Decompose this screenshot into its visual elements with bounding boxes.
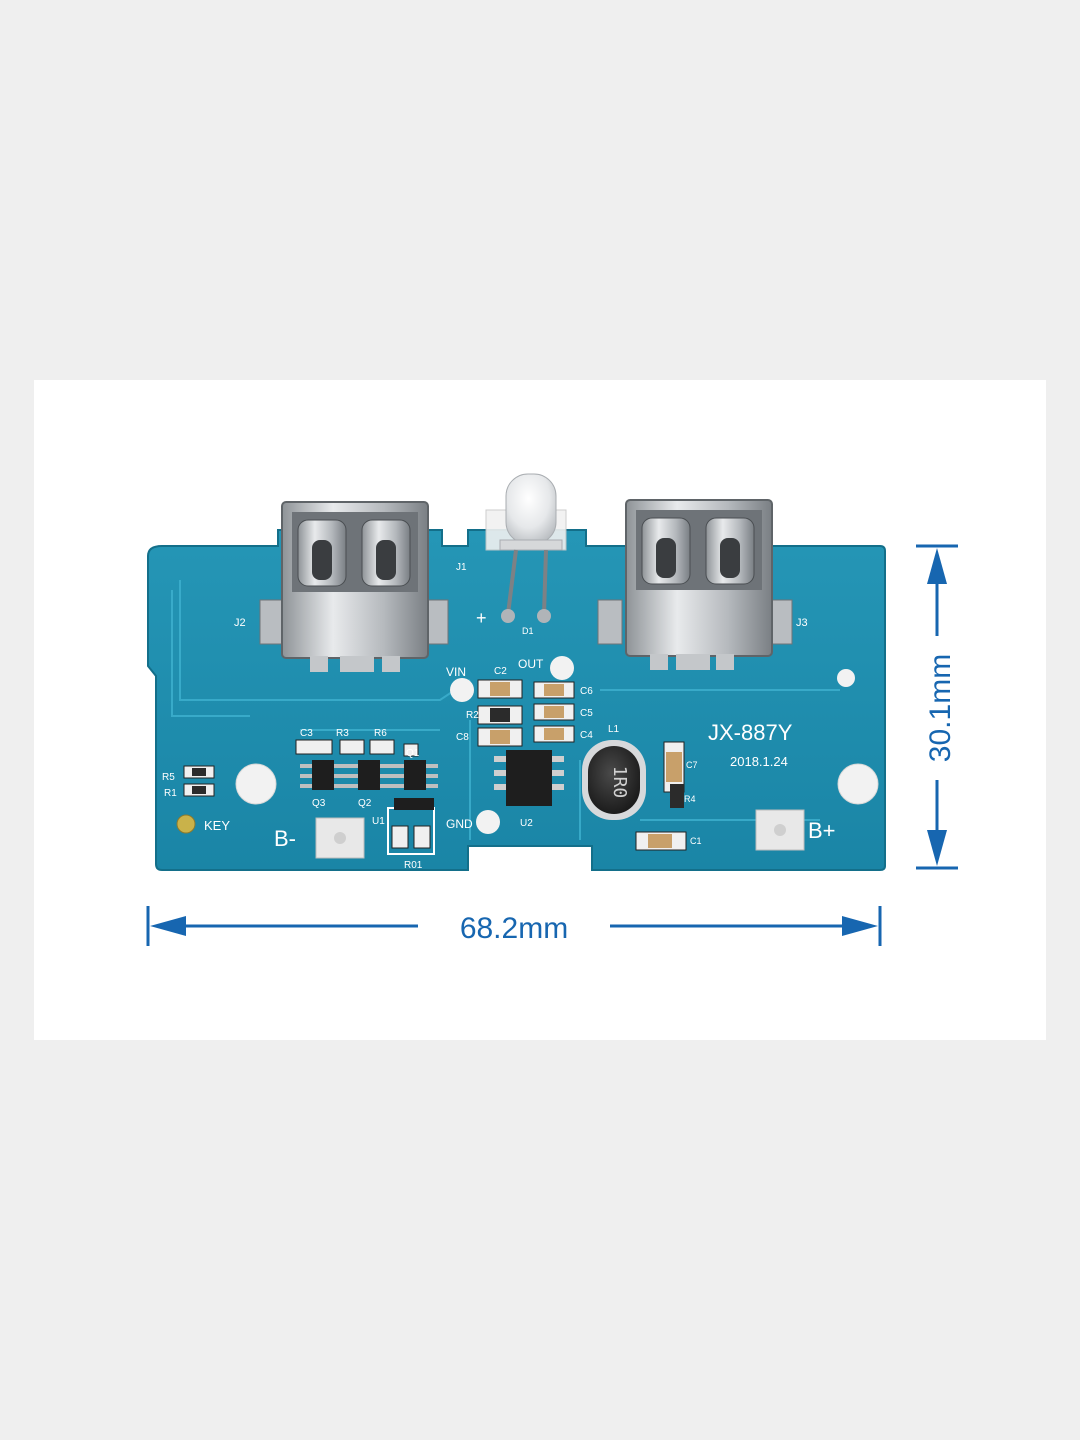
board-model: JX-887Y [708, 720, 793, 745]
silk-r01: R01 [404, 860, 423, 871]
key-pad [176, 814, 196, 834]
silk-r6: R6 [374, 728, 387, 739]
silk-q2: Q2 [358, 798, 372, 809]
inductor-l1: 1R0 [582, 740, 646, 820]
silkscreen-labels: JX-887Y 2018.1.24 J1 J2 J3 D1 + VIN OUT … [162, 562, 836, 871]
pcb-photo: 1R0 JX-887Y 2018.1.24 J1 J2 J3 D1 + VIN … [146, 473, 958, 946]
height-label: 30.1mm [924, 654, 957, 762]
silk-out: OUT [518, 657, 544, 671]
usb-port-left [259, 501, 449, 672]
silk-b-plus: B+ [808, 818, 836, 843]
silk-c3: C3 [300, 728, 313, 739]
usb-port-right [597, 499, 793, 670]
silk-plus: + [476, 608, 487, 628]
silk-vin: VIN [446, 665, 466, 679]
led-d1 [485, 473, 567, 623]
gnd-pad [476, 810, 500, 834]
silk-l1: L1 [608, 724, 620, 735]
silk-r1: R1 [164, 788, 177, 799]
silk-j2: J2 [234, 617, 246, 629]
silk-q3: Q3 [312, 798, 326, 809]
smd-components [183, 679, 687, 855]
silk-u2: U2 [520, 818, 533, 829]
width-label: 68.2mm [460, 912, 568, 945]
mount-hole-small [837, 669, 855, 687]
silk-c4: C4 [580, 730, 593, 741]
board-date: 2018.1.24 [730, 754, 788, 769]
silk-c7: C7 [686, 760, 698, 770]
silk-r4: R4 [684, 794, 696, 804]
silk-key: KEY [204, 818, 230, 833]
height-dimension: 30.1mm [916, 544, 958, 870]
silk-b-minus: B- [274, 826, 296, 851]
pcb-board [147, 529, 886, 871]
silk-r3: R3 [336, 728, 349, 739]
silk-c1: C1 [690, 836, 702, 846]
silk-r5: R5 [162, 772, 175, 783]
silk-c2: C2 [494, 666, 507, 677]
out-pad [550, 656, 574, 680]
pcb-traces [171, 580, 840, 840]
mount-hole-right [837, 763, 879, 805]
vin-pad [450, 678, 474, 702]
silk-j3: J3 [796, 617, 808, 629]
mount-hole-left [235, 763, 277, 805]
silk-d1: D1 [522, 626, 534, 636]
product-photo-card: 1R0 JX-887Y 2018.1.24 J1 J2 J3 D1 + VIN … [34, 380, 1046, 1040]
silk-r2: R2 [466, 710, 479, 721]
silk-c6: C6 [580, 686, 593, 697]
silk-u1: U1 [372, 816, 385, 827]
silk-c8: C8 [456, 732, 469, 743]
silk-q1: Q1 [406, 748, 420, 759]
silk-j1: J1 [456, 562, 467, 573]
silk-gnd: GND [446, 817, 473, 831]
inductor-marking: 1R0 [609, 766, 630, 799]
silk-c5: C5 [580, 708, 593, 719]
width-dimension: 68.2mm [146, 906, 882, 946]
